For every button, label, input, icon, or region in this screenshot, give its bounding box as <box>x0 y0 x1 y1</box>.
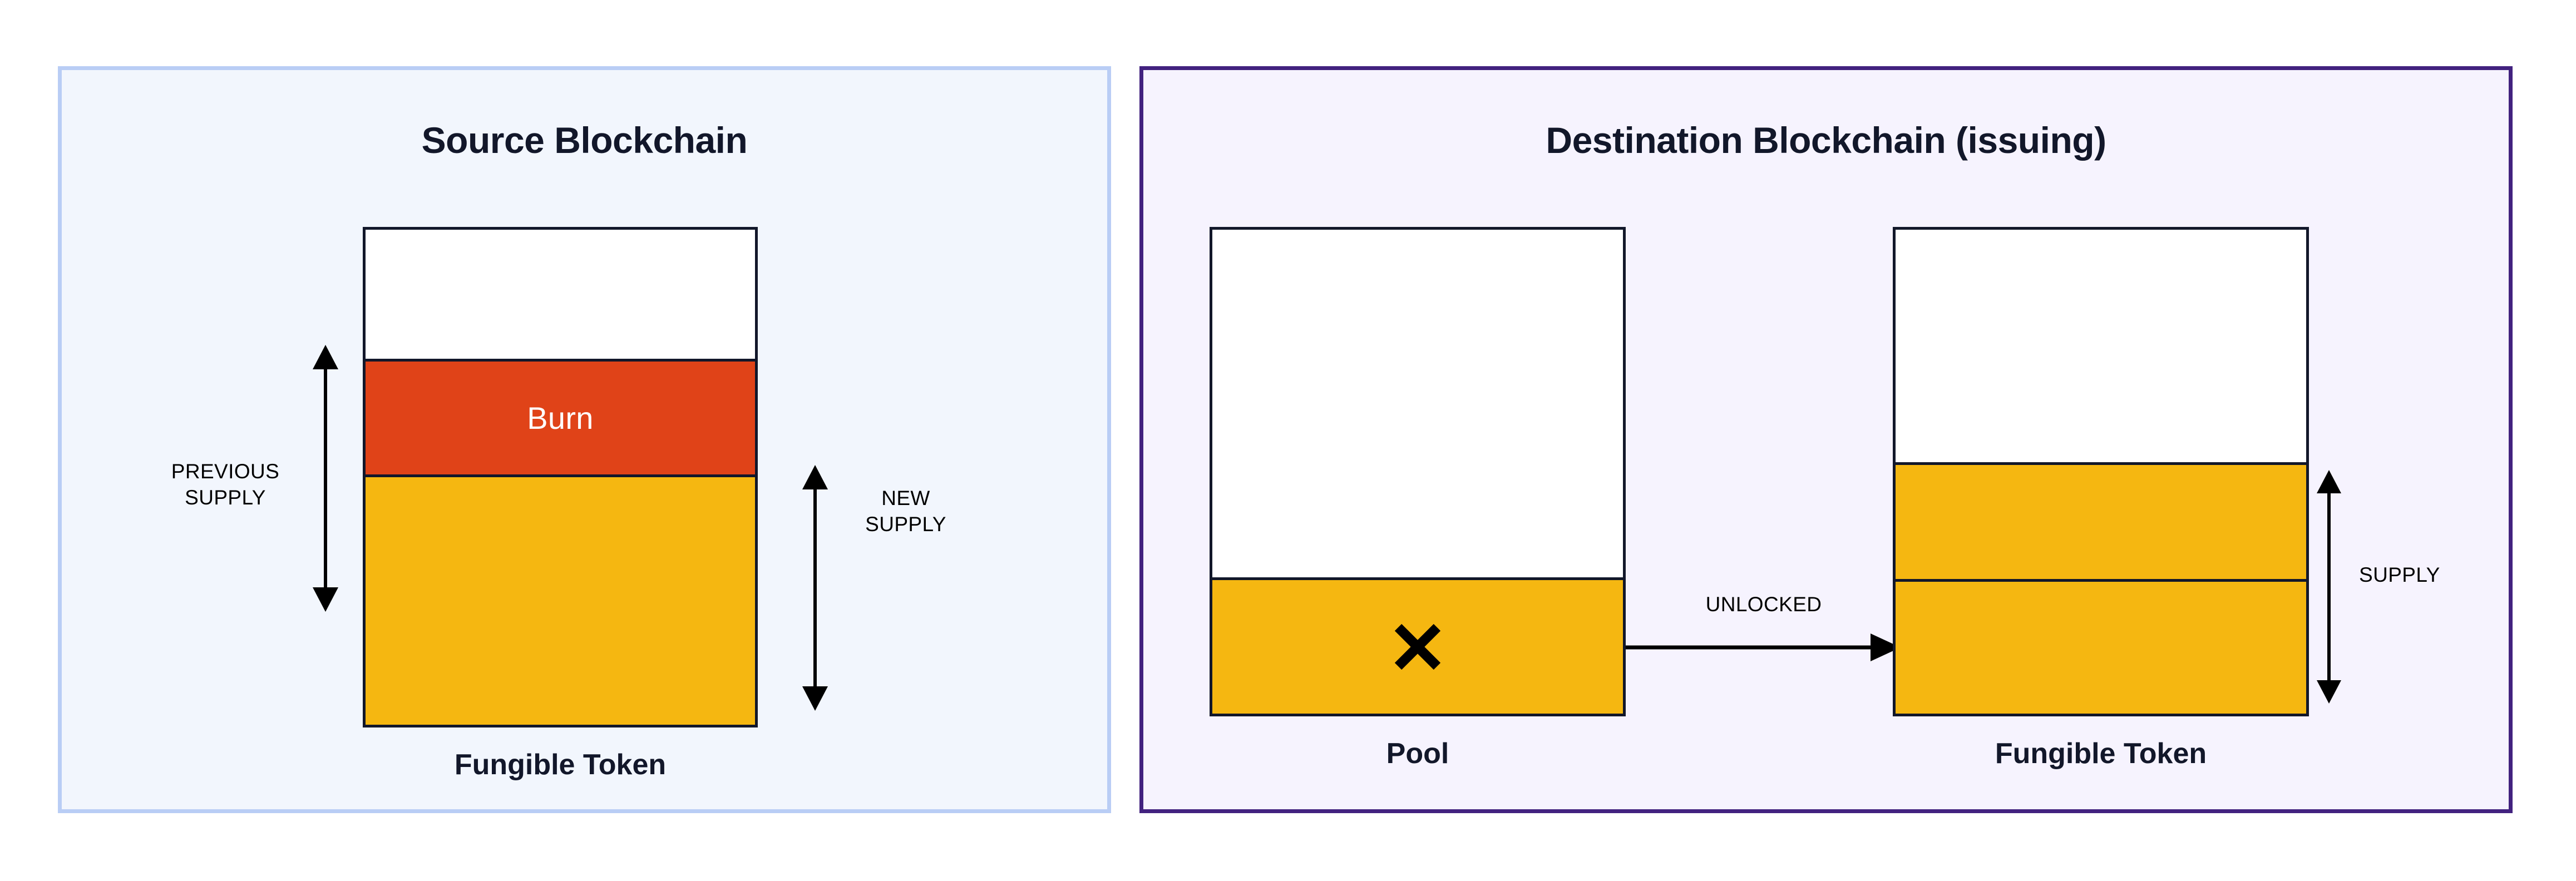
source-bar-segment-empty <box>366 230 755 359</box>
destination-panel-title: Destination Blockchain (issuing) <box>1546 120 2106 161</box>
previous-supply-label: PREVIOUS SUPPLY <box>171 460 280 509</box>
dest-bar-segment-empty <box>1896 230 2306 462</box>
source-bar-segment-remaining <box>366 477 755 725</box>
unlocked-flow-arrow <box>1626 633 1901 661</box>
dest-bar-segment-existing <box>1896 582 2306 714</box>
dest-bar-segment-minted <box>1896 462 2306 582</box>
x-icon <box>1394 623 1441 670</box>
supply-arrow <box>2317 470 2341 704</box>
pool-segment-empty <box>1212 230 1623 577</box>
pool-bar <box>1210 227 1626 716</box>
source-fungible-token-bar: Burn <box>363 227 758 727</box>
destination-fungible-token-bar <box>1893 227 2309 716</box>
pool-caption: Pool <box>1386 738 1449 770</box>
pool-segment-locked <box>1212 577 1623 714</box>
new-supply-arrow <box>802 465 828 711</box>
destination-fungible-token-caption: Fungible Token <box>1995 738 2207 770</box>
new-supply-label: NEW SUPPLY <box>865 487 946 536</box>
previous-supply-arrow <box>313 345 338 612</box>
source-panel-title: Source Blockchain <box>421 120 748 161</box>
source-fungible-token-caption: Fungible Token <box>454 749 667 781</box>
supply-label: SUPPLY <box>2359 563 2440 586</box>
unlocked-flow-label: UNLOCKED <box>1705 593 1822 616</box>
source-bar-segment-burn: Burn <box>366 359 755 477</box>
burn-label: Burn <box>527 400 594 435</box>
